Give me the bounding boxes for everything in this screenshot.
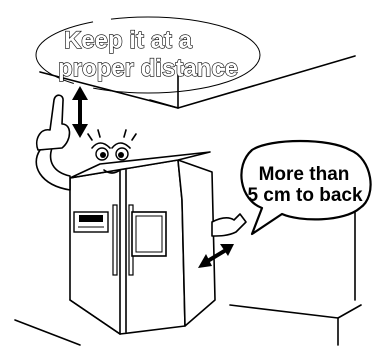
callout-right-line1: More than bbox=[259, 164, 350, 185]
right-callout-bubble: More than 5 cm to back bbox=[241, 141, 370, 234]
callout-top-line1: Keep it at a bbox=[64, 27, 193, 54]
double-arrow-vertical-icon bbox=[72, 86, 88, 138]
right-arm bbox=[212, 214, 246, 236]
refrigerator bbox=[70, 152, 215, 334]
callout-right-line2: 5 cm to back bbox=[247, 185, 363, 206]
left-arm bbox=[36, 95, 70, 190]
callout-top-line2: proper distance bbox=[58, 55, 238, 82]
top-callout-bubble: Keep it at a proper distance bbox=[36, 17, 260, 93]
